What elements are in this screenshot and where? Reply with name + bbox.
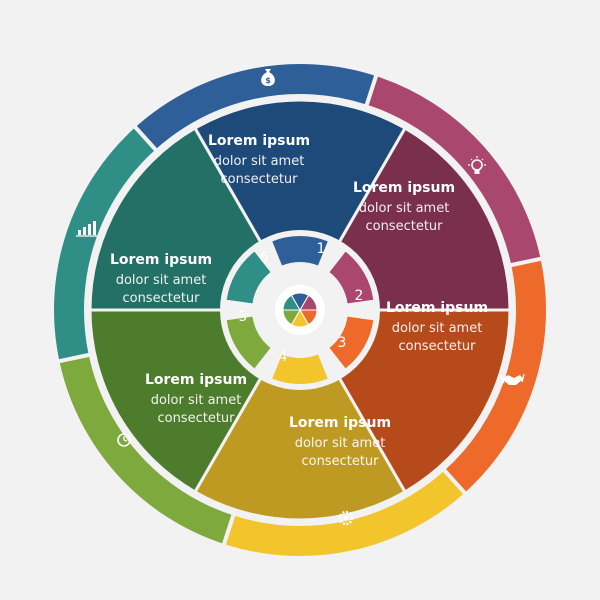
- money-bag-icon: $: [261, 69, 275, 86]
- hub-band-1: [329, 251, 374, 304]
- segment-2-line1: dolor sit amet: [392, 321, 483, 336]
- hub-band-3: [272, 354, 328, 384]
- segment-6-line2: consectetur: [220, 172, 298, 187]
- svg-text:$: $: [265, 76, 271, 85]
- segment-6-label: Lorem ipsum dolor sit amet consectetur: [208, 133, 310, 187]
- segment-3-line2: consectetur: [301, 454, 379, 469]
- inner-sector-3: [192, 307, 408, 522]
- bar-chart-icon: [76, 221, 97, 237]
- segment-5-number: 5: [239, 309, 248, 325]
- handshake-icon: [499, 373, 525, 385]
- hub-band-4: [226, 316, 271, 369]
- segment-1-label: Lorem ipsum dolor sit amet consectetur: [353, 180, 455, 234]
- segment-6-line1: dolor sit amet: [214, 154, 305, 169]
- clock-icon: [117, 433, 131, 447]
- lightbulb-icon: [468, 156, 486, 174]
- segment-2-label: Lorem ipsum dolor sit amet consectetur: [386, 300, 488, 354]
- segment-4-label: Lorem ipsum dolor sit amet consectetur: [145, 372, 247, 426]
- hub-band-2: [329, 316, 374, 369]
- segment-6-title: Lorem ipsum: [208, 133, 310, 149]
- segment-3-label: Lorem ipsum dolor sit amet consectetur: [289, 415, 391, 469]
- segment-4-number: 4: [279, 349, 288, 365]
- segment-5-title: Lorem ipsum: [110, 252, 212, 268]
- hub-band-5: [226, 251, 271, 304]
- gears-icon: [338, 510, 354, 526]
- segment-1-number: 1: [317, 241, 326, 257]
- segment-2-title: Lorem ipsum: [386, 300, 488, 316]
- segment-labels: Lorem ipsum dolor sit amet consectetur L…: [110, 133, 488, 469]
- mini-pie-slice-6: [290, 292, 310, 311]
- ring-icons: $: [76, 69, 525, 526]
- segment-1-line1: dolor sit amet: [359, 201, 450, 216]
- inner-sector-6: [192, 98, 408, 313]
- segment-3-line1: dolor sit amet: [295, 436, 386, 451]
- segment-numbers: 1 2 3 4 5 6: [239, 241, 364, 365]
- segment-1-title: Lorem ipsum: [353, 180, 455, 196]
- segment-3-title: Lorem ipsum: [289, 415, 391, 431]
- segment-2-line2: consectetur: [398, 339, 476, 354]
- segment-4-title: Lorem ipsum: [145, 372, 247, 388]
- segment-3-number: 3: [338, 335, 347, 351]
- hub-band-6: [272, 236, 328, 266]
- segment-2-number: 2: [355, 288, 364, 304]
- center-hub: [220, 230, 380, 390]
- segment-5-line2: consectetur: [122, 291, 200, 306]
- segment-1-line2: consectetur: [365, 219, 443, 234]
- segment-6-number: 6: [260, 250, 269, 266]
- segment-4-line1: dolor sit amet: [151, 393, 242, 408]
- outer-ring: [50, 60, 550, 560]
- segment-4-line2: consectetur: [157, 411, 235, 426]
- ring-separator: [85, 95, 515, 525]
- segment-5-label: Lorem ipsum dolor sit amet consectetur: [110, 252, 212, 306]
- segment-5-line1: dolor sit amet: [116, 273, 207, 288]
